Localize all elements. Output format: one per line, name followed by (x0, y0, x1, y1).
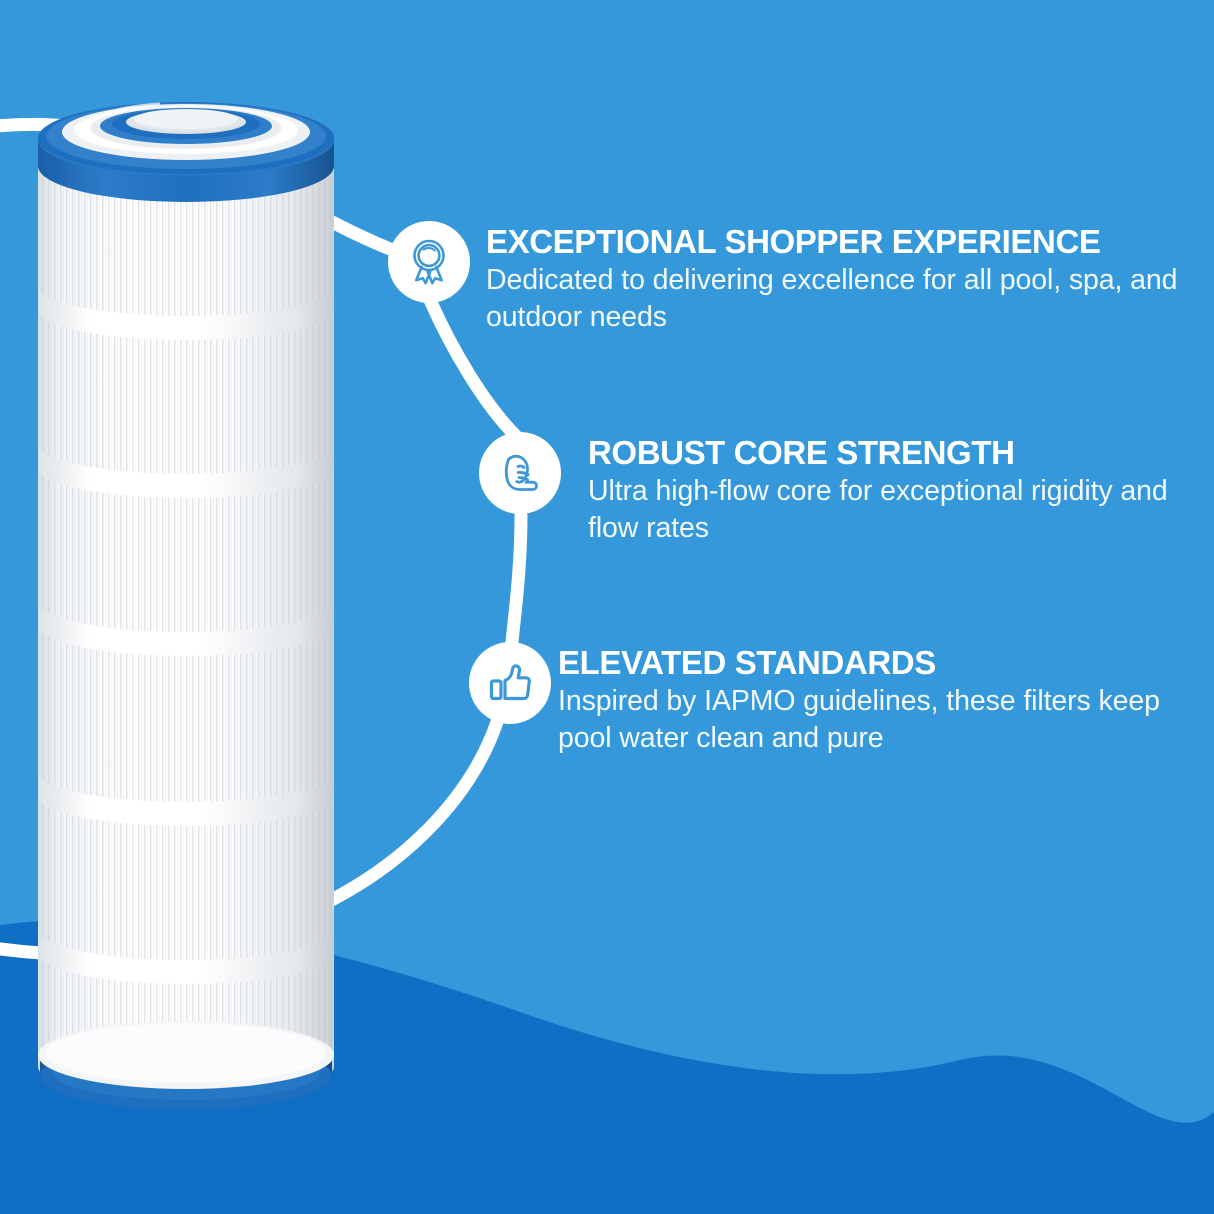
feature-icon-circle-2 (479, 432, 561, 514)
feature-text-block-2: ROBUST CORE STRENGTH Ultra high-flow cor… (588, 435, 1188, 546)
thumbs-up-icon (489, 664, 531, 701)
feature-icon-circle-3 (469, 642, 551, 724)
feature-description-1: Dedicated to delivering excellence for a… (486, 264, 1178, 333)
feature-description-3: Inspired by IAPMO guidelines, these filt… (558, 685, 1160, 754)
feature-title-1: EXCEPTIONAL SHOPPER EXPERIENCE (486, 223, 1101, 260)
feature-text-block-1: EXCEPTIONAL SHOPPER EXPERIENCE Dedicated… (486, 224, 1186, 335)
award-ribbon-icon (413, 239, 445, 285)
flexed-bicep-icon (504, 454, 538, 491)
feature-title-2: ROBUST CORE STRENGTH (588, 434, 1015, 471)
filter-bottom-cap (38, 1021, 334, 1110)
connector-segment-two-to-three (505, 509, 528, 649)
connector-segment-one-to-two (423, 293, 522, 442)
feature-title-3: ELEVATED STANDARDS (558, 644, 936, 681)
feature-icon-circle-1 (388, 221, 470, 303)
feature-description-2: Ultra high-flow core for exceptional rig… (588, 475, 1168, 544)
filter-top-cap (38, 102, 334, 202)
feature-text-block-3: ELEVATED STANDARDS Inspired by IAPMO gui… (558, 645, 1178, 756)
filter-support-bands (38, 286, 334, 984)
